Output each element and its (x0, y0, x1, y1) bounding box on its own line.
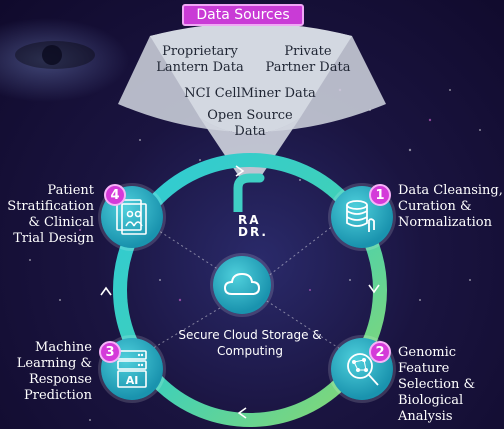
radr-logo-icon (233, 173, 265, 212)
data-sources-header: Data Sources (182, 4, 304, 26)
cloud-node (213, 256, 271, 314)
database-touch-icon (346, 200, 375, 232)
arrow-right (368, 284, 380, 294)
step-4-badge: 4 (104, 184, 126, 206)
patient-documents-icon (116, 199, 147, 235)
logo-line-1: RA (238, 213, 261, 227)
arrow-left (100, 286, 112, 296)
step-3-label-text: Machine Learning & Response Prediction (16, 340, 92, 403)
step-3-badge: 3 (99, 341, 121, 363)
source-proprietary-lantern: Proprietary Lantern Data (156, 44, 244, 75)
network-magnifier-icon (347, 353, 379, 386)
step-2-label-text: Genomic Feature Selection & Biological A… (398, 345, 476, 424)
step-1-label: Data Cleansing, Curation & Normalization (398, 183, 504, 231)
center-label: Secure Cloud Storage & Computing (178, 328, 322, 358)
source-nci-cellminer: NCI CellMiner Data (184, 86, 316, 101)
step-2-badge: 2 (369, 341, 391, 363)
source-private-partner: Private Partner Data (265, 44, 351, 75)
step-4-label: Patient Stratification & Clinical Trial … (6, 183, 94, 247)
svg-text:AI: AI (126, 374, 139, 387)
step-2-label: Genomic Feature Selection & Biological A… (398, 345, 498, 425)
arrow-top (235, 165, 245, 177)
step-3-label: Machine Learning & Response Prediction (10, 340, 92, 404)
logo-line-2: DR. (238, 225, 268, 239)
step-1-label-text: Data Cleansing, Curation & Normalization (398, 183, 503, 230)
arrow-bottom (237, 407, 247, 419)
source-open-source: Open Source Data (207, 108, 293, 139)
radr-logo-text: RA DR. (238, 214, 268, 238)
step-4-label-text: Patient Stratification & Clinical Trial … (7, 183, 94, 246)
step-1-badge: 1 (369, 184, 391, 206)
cloud-icon (223, 272, 261, 295)
